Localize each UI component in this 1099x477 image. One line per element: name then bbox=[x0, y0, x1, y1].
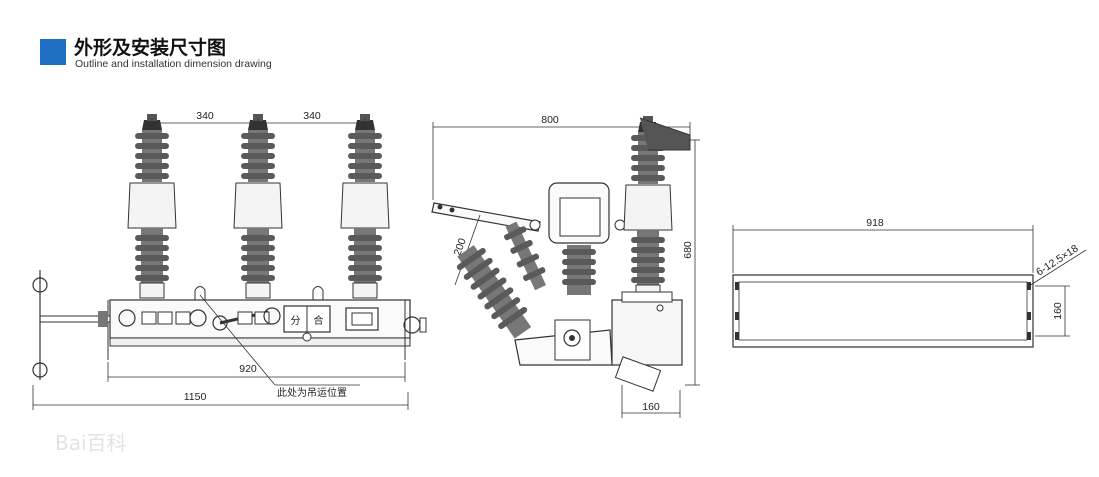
page-subtitle: Outline and installation dimension drawi… bbox=[75, 58, 272, 70]
dim-side-width: 800 bbox=[541, 114, 559, 126]
dim-box-length: 918 bbox=[866, 217, 884, 229]
dim-mount-width: 920 bbox=[239, 363, 257, 375]
page-title: 外形及安装尺寸图 bbox=[74, 37, 227, 59]
front-view: 分 合 此处为吊运位置 340 340 920 1150 bbox=[32, 110, 427, 410]
dim-mounting-holes: 6-12.5×18 bbox=[1034, 242, 1081, 278]
dim-side-height: 680 bbox=[682, 241, 694, 259]
label-open: 分 bbox=[291, 315, 301, 327]
dim-pitch-left: 340 bbox=[196, 110, 214, 122]
front-insulator-left bbox=[128, 114, 176, 298]
dim-base-width: 160 bbox=[642, 401, 660, 413]
front-insulator-right bbox=[341, 114, 389, 298]
dim-box-height: 160 bbox=[1052, 302, 1064, 320]
side-view: 800 200 bbox=[431, 114, 700, 418]
front-insulator-middle bbox=[234, 114, 282, 298]
dim-pitch-right: 340 bbox=[303, 110, 321, 122]
lifting-position-note: 此处为吊运位置 bbox=[277, 386, 347, 399]
dim-overall-width: 1150 bbox=[184, 391, 207, 403]
watermark: Bai百科 bbox=[55, 431, 127, 455]
header-accent-square bbox=[40, 39, 66, 65]
box-view: 918 6-12.5×18 160 bbox=[732, 217, 1087, 348]
label-close: 合 bbox=[314, 314, 324, 327]
